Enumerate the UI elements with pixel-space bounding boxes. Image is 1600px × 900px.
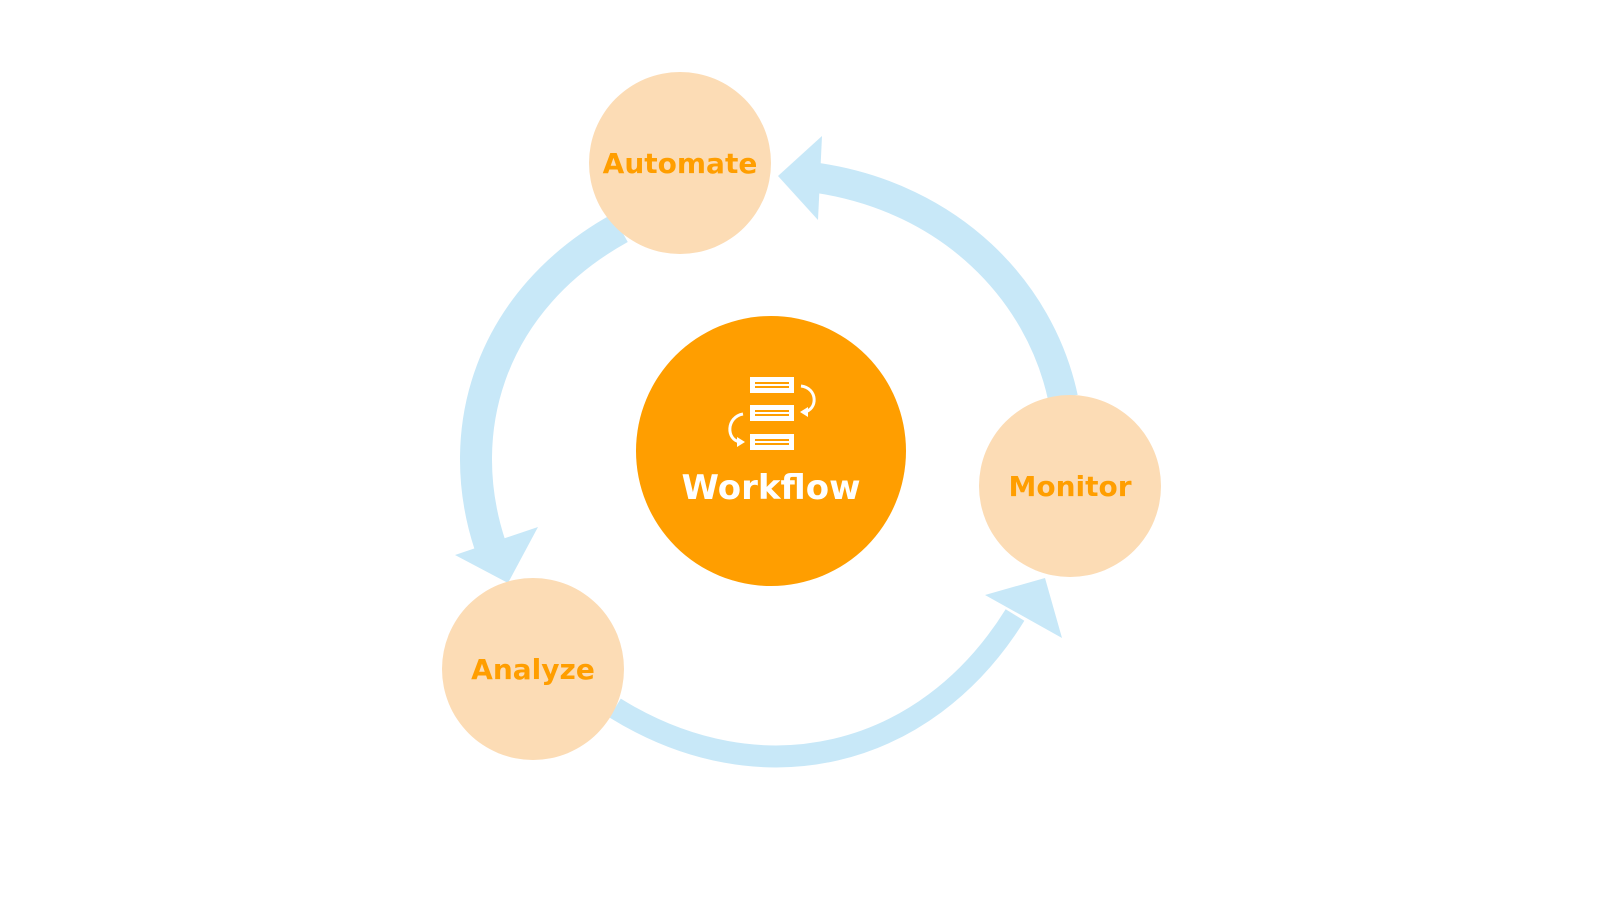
stage-analyze-label: Analyze	[471, 653, 595, 686]
stage-monitor: Monitor	[979, 395, 1161, 577]
stage-analyze-circle	[442, 578, 624, 760]
workflow-icon	[728, 377, 816, 450]
stage-monitor-label: Monitor	[1008, 470, 1131, 503]
arrow-monitor-to-automate	[778, 136, 1078, 402]
arrow-analyze-to-monitor	[609, 578, 1062, 768]
stage-automate-label: Automate	[603, 147, 758, 180]
center-circle	[636, 316, 906, 586]
center-label: Workflow	[682, 468, 861, 508]
stage-monitor-circle	[979, 395, 1161, 577]
center-node: Workflow	[636, 316, 906, 586]
stage-automate: Automate	[589, 72, 771, 254]
stage-automate-circle	[589, 72, 771, 254]
stage-analyze: Analyze	[442, 578, 624, 760]
arrow-automate-to-analyze	[455, 214, 628, 583]
